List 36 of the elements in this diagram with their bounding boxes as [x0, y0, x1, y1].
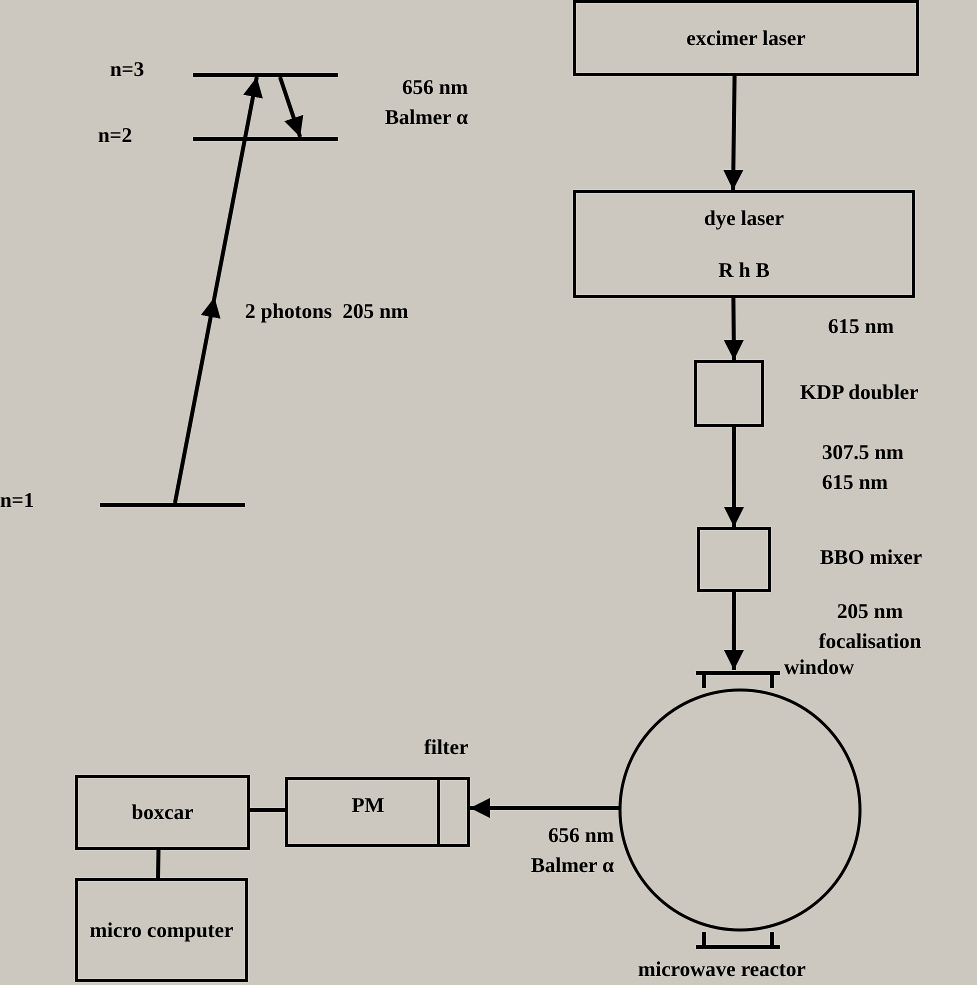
connector-line: [250, 808, 285, 812]
box-label: PM: [350, 792, 386, 819]
arrow: [724, 427, 744, 527]
arrow: [724, 298, 744, 360]
part-label: microwave reactor: [638, 956, 807, 982]
arrow: [173, 76, 263, 504]
photomultiplier-box: [285, 777, 470, 847]
box-label: excimer laser: [686, 24, 806, 52]
edge-label: 656 nm Balmer α: [384, 74, 468, 132]
box-label: R h B: [718, 256, 770, 283]
device-box: [573, 190, 915, 298]
device-box: [75, 878, 248, 982]
part-label: KDP doubler: [800, 379, 920, 406]
arrow: [470, 798, 620, 818]
edge-label: 2 photons 205 nm: [245, 298, 410, 325]
part-label: n=2: [98, 122, 134, 148]
edge-label: 656 nm Balmer α: [530, 822, 614, 880]
box-label: boxcar: [132, 799, 194, 826]
box-label: micro computer: [90, 916, 234, 944]
part-label: n=1: [0, 487, 36, 514]
crystal-box: [697, 527, 771, 592]
arrow: [278, 76, 304, 138]
part-label: window: [784, 654, 856, 680]
part-label: n=3: [110, 56, 146, 82]
part-label: filter: [424, 734, 470, 760]
device-box: [573, 0, 919, 76]
box-label: dye laser: [704, 205, 784, 232]
part-label: BBO mixer: [820, 544, 924, 570]
edge-label: 205 nm focalisation: [818, 598, 922, 656]
arrow: [724, 592, 744, 670]
edge-label: 307.5 nm 615 nm: [822, 439, 905, 496]
arrow: [723, 76, 744, 190]
edge-label: 615 nm: [828, 313, 895, 340]
connector-line: [156, 850, 160, 878]
device-box: [75, 775, 250, 850]
crystal-box: [694, 360, 764, 427]
